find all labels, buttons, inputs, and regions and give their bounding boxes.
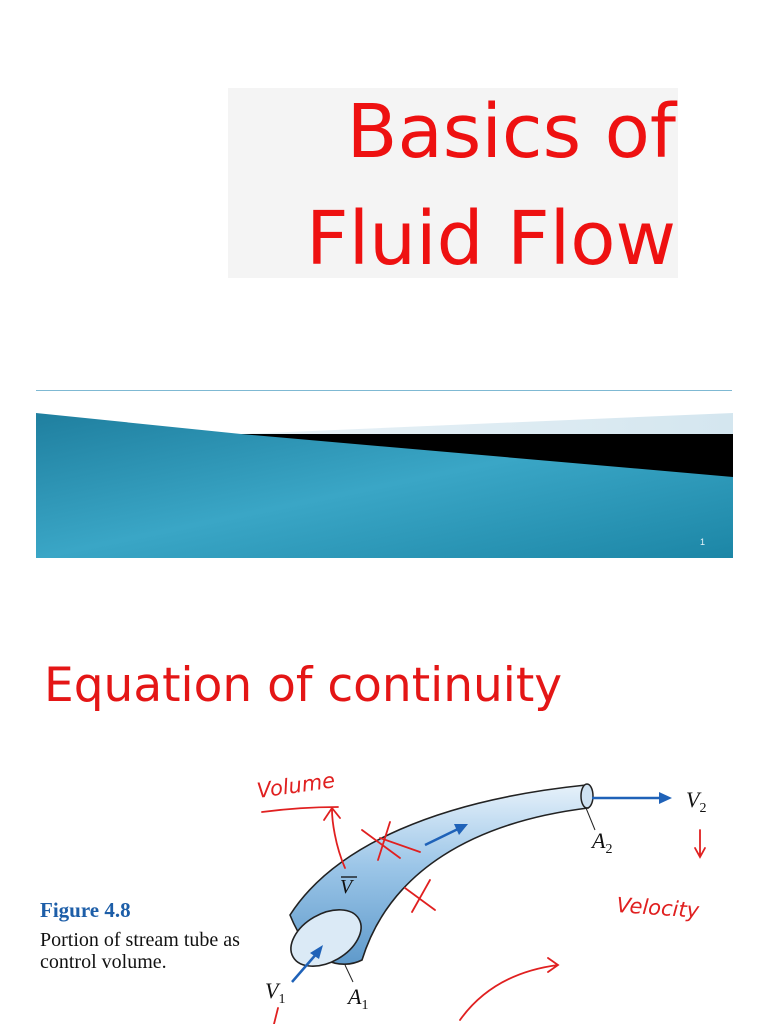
inlet-flow-arrow [291,951,319,983]
slide-number: 1 [700,537,706,547]
outlet-arrow-head [659,792,672,804]
divider-rule [36,390,732,391]
tube-arrow-head [454,824,468,835]
volume-underline [261,806,339,813]
velocity-down-arrow [694,829,706,859]
annotation-volume: Volume [255,768,336,803]
slide-title-line-2: Fluid Flow [306,196,676,282]
a1-leader [344,964,354,983]
label-v1: V1 [265,978,285,1007]
cross-mark-3 [404,879,436,913]
label-v2: V2 [686,787,706,816]
banner-black-wedge [241,434,733,477]
inlet-arrow-head [310,945,323,959]
partial-stroke [273,1007,279,1024]
slide-title-line-1: Basics of [346,89,676,175]
tube-outlet-face [580,783,594,809]
label-a2: A2 [590,828,612,857]
slide-heading: Equation of continuity [44,658,563,713]
stream-tube-figure: V2 A2 V1 A1 V Volume Velocity [255,768,706,1024]
figure-caption: Portion of stream tube as control volume… [40,929,240,973]
figure-number: Figure 4.8 [40,898,131,922]
title-panel [228,88,678,278]
cross-mark-1 [361,821,401,861]
a2-leader [585,807,596,831]
label-a1: A1 [346,984,368,1013]
tube-flow-arrow [424,826,461,847]
banner-light-strip [241,413,733,434]
tube-inlet-face [290,909,362,967]
volume-arrow [323,806,346,869]
curve-arrow [459,957,560,1021]
banner-graphic [36,413,733,558]
cross-mark-2 [379,837,421,853]
handwritten-annotations: Volume Velocity [255,768,706,1024]
stream-tube [289,784,589,966]
annotation-velocity: Velocity [616,893,701,923]
label-volume-symbol: V [340,876,355,898]
